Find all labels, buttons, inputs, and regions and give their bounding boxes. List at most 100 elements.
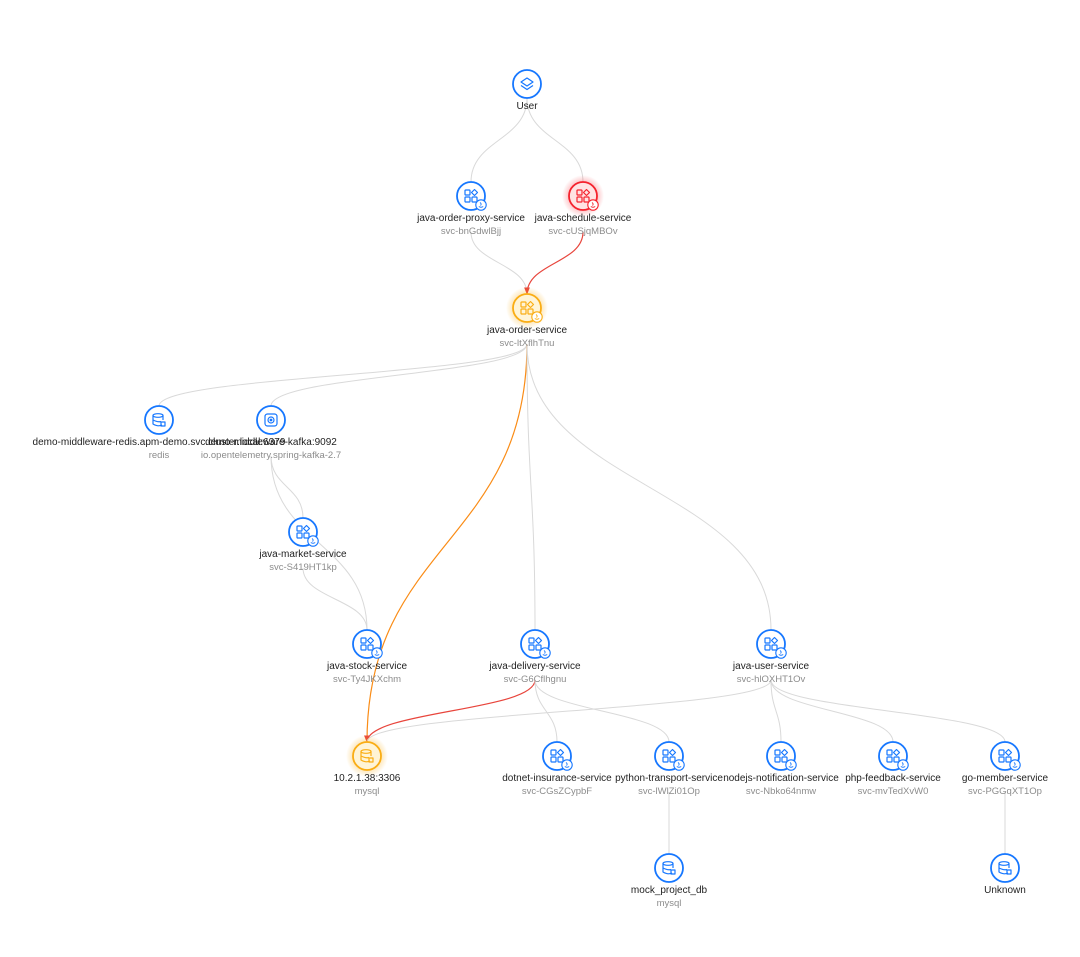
node-sublabel: svc-hlOXHT1Ov — [737, 674, 806, 685]
node-label: mock_project_db — [631, 885, 708, 896]
node-circle[interactable] — [512, 69, 542, 99]
edge-order-to-user-svc[interactable] — [526, 343, 772, 631]
edge-schedule-to-order[interactable] — [524, 231, 584, 295]
edge-user-svc-to-php[interactable] — [770, 679, 894, 743]
node-kafka[interactable]: demo-middleware-kafka:9092 io.opentelemet… — [201, 405, 341, 461]
edge-market-to-stock[interactable] — [302, 567, 368, 631]
service-icon — [764, 636, 779, 651]
node-unknown[interactable]: Unknown — [984, 853, 1026, 896]
node-label: php-feedback-service — [845, 773, 941, 784]
java-runtime-badge-icon — [897, 759, 909, 771]
node-label: java-delivery-service — [488, 661, 581, 672]
user-icon — [520, 77, 534, 91]
node-label: demo-middleware-redis.apm-demo.svc.clust… — [33, 437, 286, 448]
node-label: python-transport-service — [615, 773, 723, 784]
java-runtime-badge-icon — [775, 647, 787, 659]
edge-kafka-to-market[interactable] — [270, 455, 304, 519]
node-circle[interactable] — [654, 853, 684, 883]
node-circle[interactable] — [990, 853, 1020, 883]
node-mysql[interactable]: 10.2.1.38:3306 mysql — [334, 735, 401, 797]
node-sublabel: svc-S419HT1kp — [269, 562, 337, 573]
database-icon — [360, 749, 374, 763]
edge-delivery-to-python[interactable] — [534, 679, 670, 743]
node-php[interactable]: php-feedback-service svc-mvTedXvW0 — [845, 741, 941, 797]
edge-user-svc-to-go[interactable] — [770, 679, 1006, 743]
node-sublabel: mysql — [355, 786, 380, 797]
node-python[interactable]: python-transport-service svc-lWlZi01Op — [615, 741, 723, 797]
service-icon — [998, 748, 1013, 763]
node-label: User — [516, 101, 538, 112]
service-icon — [662, 748, 677, 763]
node-label: java-user-service — [732, 661, 810, 672]
node-user-svc[interactable]: java-user-service svc-hlOXHT1Ov — [732, 629, 810, 685]
node-sublabel: redis — [149, 450, 170, 461]
node-redis[interactable]: demo-middleware-redis.apm-demo.svc.clust… — [33, 405, 286, 461]
node-label: dotnet-insurance-service — [502, 773, 612, 784]
service-icon — [464, 188, 479, 203]
edge-delivery-to-dotnet[interactable] — [534, 679, 558, 743]
node-sublabel: io.opentelemetry.spring-kafka-2.7 — [201, 450, 341, 461]
node-circle[interactable] — [352, 741, 382, 771]
edge-order-to-mysql[interactable] — [364, 343, 528, 743]
database-icon — [662, 861, 676, 875]
node-label: java-market-service — [258, 549, 347, 560]
node-stock[interactable]: java-stock-service svc-Ty4JKXchm — [326, 629, 407, 685]
node-label: go-member-service — [962, 773, 1049, 784]
node-label: Unknown — [984, 885, 1026, 896]
service-icon — [360, 636, 375, 651]
node-sublabel: svc-cUSjqMBOv — [548, 226, 617, 237]
java-runtime-badge-icon — [1009, 759, 1021, 771]
node-sublabel: svc-bnGdwlBjj — [441, 226, 501, 237]
node-user[interactable]: User — [512, 69, 542, 112]
service-icon — [886, 748, 901, 763]
java-runtime-badge-icon — [531, 311, 543, 323]
node-label: java-order-proxy-service — [416, 213, 525, 224]
edge-order-to-delivery[interactable] — [526, 343, 536, 631]
node-sublabel: svc-lWlZi01Op — [638, 786, 700, 797]
service-icon — [576, 188, 591, 203]
java-runtime-badge-icon — [539, 647, 551, 659]
java-runtime-badge-icon — [475, 199, 487, 211]
service-icon — [296, 524, 311, 539]
node-sublabel: svc-PGGqXT1Op — [968, 786, 1042, 797]
service-icon — [550, 748, 565, 763]
node-sublabel: svc-Ty4JKXchm — [333, 674, 401, 685]
node-delivery[interactable]: java-delivery-service svc-G6Cflhgnu — [488, 629, 581, 685]
edge-order-to-redis[interactable] — [158, 343, 528, 407]
node-sublabel: svc-CGsZCypbF — [522, 786, 592, 797]
node-sublabel: svc-mvTedXvW0 — [858, 786, 929, 797]
node-sublabel: svc-ltXflhTnu — [500, 338, 555, 349]
node-label: 10.2.1.38:3306 — [334, 773, 401, 784]
edge-user-svc-to-nodejs[interactable] — [770, 679, 782, 743]
node-label: java-order-service — [486, 325, 567, 336]
database-icon — [998, 861, 1012, 875]
edge-delivery-to-mysql[interactable] — [364, 679, 536, 743]
node-circle[interactable] — [144, 405, 174, 435]
java-runtime-badge-icon — [307, 535, 319, 547]
edge-kafka-to-stock[interactable] — [270, 455, 368, 631]
node-order-proxy[interactable]: java-order-proxy-service svc-bnGdwlBjj — [416, 181, 525, 237]
java-runtime-badge-icon — [587, 199, 599, 211]
node-sublabel: svc-G6Cflhgnu — [504, 674, 567, 685]
java-runtime-badge-icon — [561, 759, 573, 771]
node-market[interactable]: java-market-service svc-S419HT1kp — [258, 517, 347, 573]
database-icon — [152, 413, 166, 427]
java-runtime-badge-icon — [673, 759, 685, 771]
node-dotnet[interactable]: dotnet-insurance-service svc-CGsZCypbF — [502, 741, 612, 797]
edge-user-svc-to-mysql[interactable] — [366, 679, 772, 743]
node-label: demo-middleware-kafka:9092 — [205, 437, 337, 448]
node-sublabel: svc-Nbko64nmw — [746, 786, 816, 797]
service-icon — [774, 748, 789, 763]
node-label: java-stock-service — [326, 661, 407, 672]
edge-user-to-schedule[interactable] — [526, 97, 584, 183]
node-go[interactable]: go-member-service svc-PGGqXT1Op — [962, 741, 1049, 797]
edge-order-to-kafka[interactable] — [270, 343, 528, 407]
edge-user-to-order-proxy[interactable] — [470, 97, 528, 183]
edge-order-proxy-to-order[interactable] — [470, 231, 528, 295]
java-runtime-badge-icon — [785, 759, 797, 771]
node-order[interactable]: java-order-service svc-ltXflhTnu — [486, 287, 567, 349]
service-icon — [528, 636, 543, 651]
